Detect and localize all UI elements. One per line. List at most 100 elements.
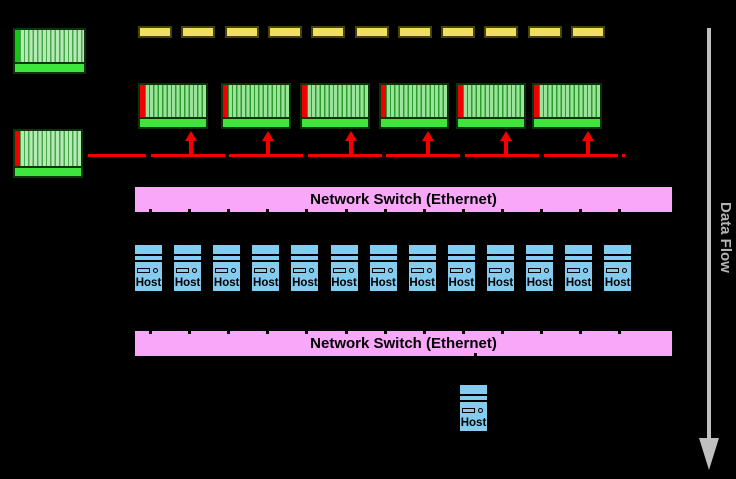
autoloader-module (441, 26, 476, 38)
connector-stub (305, 209, 309, 214)
network-switch-bottom: Network Switch (Ethernet) (133, 329, 674, 358)
connector-stub (618, 209, 622, 214)
vent-line (408, 260, 436, 262)
vent-line (565, 254, 593, 256)
vent-line (565, 260, 593, 262)
power-button-icon (426, 268, 432, 273)
tape-slots-stripes (15, 131, 81, 166)
tape-drive-unit (456, 83, 526, 129)
tape-slots-stripes (381, 85, 447, 117)
arrowhead-icon (500, 131, 512, 141)
red-bus-segment (622, 154, 625, 157)
connector-stub (500, 329, 504, 334)
connector-stub (266, 209, 270, 214)
arrow-shaft (349, 140, 353, 155)
tape-drive-unit (379, 83, 449, 129)
data-arrow-up (262, 131, 274, 155)
power-button-icon (231, 268, 237, 273)
autoloader-module (571, 26, 605, 38)
vent-line (369, 260, 397, 262)
autoloader-module (527, 26, 562, 38)
vent-line (447, 254, 475, 256)
host-label: Host (526, 277, 553, 289)
connector-stub (473, 353, 477, 358)
host-label: Host (135, 277, 162, 289)
floppy-slot-icon (528, 268, 541, 273)
connector-stub (383, 329, 387, 334)
arrow-shaft (426, 140, 430, 155)
vent-line (460, 400, 487, 402)
red-accent-bar (140, 85, 145, 117)
host-computer: Host (406, 243, 438, 293)
host-computer: Host (602, 243, 634, 293)
power-button-icon (583, 268, 589, 273)
autoloader-module (354, 26, 389, 38)
drive-base-bar (534, 117, 600, 127)
floppy-slot-icon (254, 268, 268, 273)
vent-line (174, 260, 202, 262)
tape-slots-stripes (140, 85, 206, 117)
vent-line (460, 394, 487, 396)
vent-line (213, 260, 241, 262)
floppy-slot-icon (332, 268, 346, 273)
host-computer: Host (133, 243, 164, 293)
arrow-shaft (266, 140, 270, 155)
tape-library-full (13, 28, 86, 74)
vent-line (252, 254, 280, 256)
host-label: Host (448, 277, 475, 289)
power-button-icon (387, 268, 393, 273)
floppy-slot-icon (371, 268, 385, 273)
floppy-slot-icon (293, 268, 307, 273)
vent-line (526, 260, 553, 262)
connector-stub (149, 329, 152, 334)
power-button-icon (192, 268, 198, 273)
autoloader-module (267, 26, 302, 38)
vent-line (291, 260, 319, 262)
host-label: Host (370, 277, 396, 289)
red-accent-bar (302, 85, 307, 117)
floppy-slot-icon (449, 268, 463, 273)
host-computer: Host (250, 243, 282, 293)
arrow-shaft (504, 140, 508, 155)
vent-line (604, 260, 632, 262)
arrowhead-icon (185, 131, 197, 141)
switch-bottom-label: Network Switch (Ethernet) (310, 335, 497, 352)
host-computer: Host (484, 243, 516, 293)
connector-stub (461, 329, 465, 334)
vent-line (604, 254, 632, 256)
host-label: Host (460, 417, 487, 429)
red-bus-segment (543, 154, 618, 157)
autoloader-module (397, 26, 432, 38)
vent-line (447, 260, 475, 262)
arrow-shaft (189, 140, 193, 155)
autoloader-module (311, 26, 346, 38)
network-switch-top: Network Switch (Ethernet) (133, 185, 674, 214)
red-accent-bar (223, 85, 228, 117)
tape-library-writing (13, 129, 83, 178)
vent-line (526, 254, 553, 256)
floppy-slot-icon (488, 268, 502, 273)
data-arrow-up (185, 131, 197, 155)
red-accent-bar (381, 85, 386, 117)
host-computer: Host (458, 383, 489, 433)
drive-base-bar (140, 117, 206, 127)
vent-line (408, 254, 436, 256)
connector-stub (500, 209, 504, 214)
host-label: Host (487, 277, 514, 289)
tape-drive-unit (532, 83, 602, 129)
power-button-icon (478, 408, 483, 413)
tape-drive-unit (300, 83, 370, 129)
host-computer: Host (289, 243, 321, 293)
red-bus-segment (88, 154, 146, 157)
connector-stub (461, 209, 465, 214)
connector-stub (188, 329, 192, 334)
red-accent-bar (534, 85, 539, 117)
host-computer: Host (367, 243, 399, 293)
green-accent-bar (15, 30, 20, 62)
floppy-slot-icon (410, 268, 424, 273)
tape-drive-unit (221, 83, 291, 129)
red-accent-bar (15, 131, 20, 166)
